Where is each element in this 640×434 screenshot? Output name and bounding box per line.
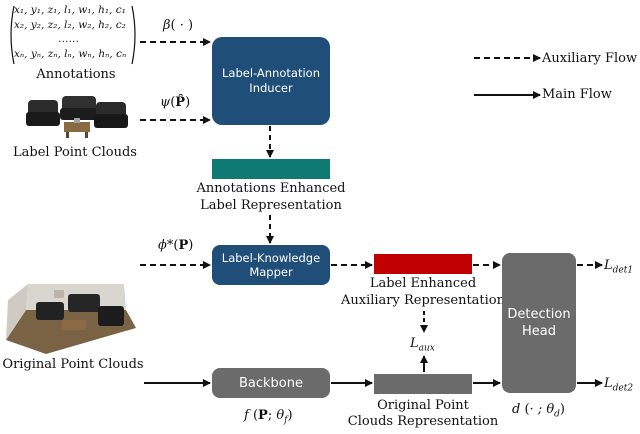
backbone-label: Backbone [238,375,303,391]
beta-function-label: β( · ) [163,18,194,33]
loss-det1-label: Ldet1 [604,258,634,276]
inducer-label-line1: Label-Annotation [222,66,320,80]
loss-det2-label: Ldet2 [604,376,634,394]
backbone-box: Backbone [212,368,330,398]
original-representation-bar [374,374,472,394]
annotation-row-2: x₂, y₂, z₂, l₂, w₂, h₂, c₂ [14,19,126,31]
inducer-label-line2: Inducer [249,81,293,95]
original-point-clouds-caption: Original Point Clouds [2,357,144,372]
label-annotation-inducer-box: Label-Annotation Inducer [212,37,330,125]
psi-function-label: ψ(P̂) [160,95,191,110]
head-label-line2: Head [522,324,556,339]
label-knowledge-mapper-box: Label-Knowledge Mapper [212,245,330,285]
original-representation-text-2: Clouds Representation [347,414,499,429]
backbone-function-label: f (P; θf) [244,408,293,426]
label-point-clouds-caption: Label Point Clouds [13,145,137,160]
original-representation-text-1: Original Point [377,398,469,413]
annotation-row-n: xₙ, yₙ, zₙ, lₙ, wₙ, hₙ, cₙ [14,48,127,60]
label-point-cloud-image [26,96,128,138]
mapper-label-line2: Mapper [249,265,293,279]
label-enhanced-text-1: Label Enhanced [369,276,477,291]
annotation-matrix: x₁, y₁, z₁, l₁, w₁, h₁, c₁ x₂, y₂, z₂, l… [8,4,138,66]
annotations-enhanced-bar [212,159,330,179]
head-function-label: d (· ; θd) [512,402,565,420]
label-enhanced-text-2: Auxiliary Representation [340,293,505,308]
annotation-row-1: x₁, y₁, z₁, l₁, w₁, h₁, c₁ [14,4,126,16]
legend-auxiliary-label: Auxiliary Flow [542,51,638,66]
annotations-enhanced-text-2: Label Representation [200,198,342,213]
label-enhanced-bar [374,254,472,274]
mapper-label-line1: Label-Knowledge [221,251,321,265]
phi-function-label: ϕ*(P) [158,238,194,253]
head-label-line1: Detection [507,307,571,322]
annotations-caption: Annotations [36,67,116,82]
detection-head-box: Detection Head [502,253,576,393]
legend-main-label: Main Flow [542,87,612,102]
annotations-enhanced-text-1: Annotations Enhanced [196,181,346,196]
original-point-cloud-image [6,284,136,354]
annotation-row-dots: …… [58,33,79,45]
loss-aux-label: Laux [410,336,435,354]
